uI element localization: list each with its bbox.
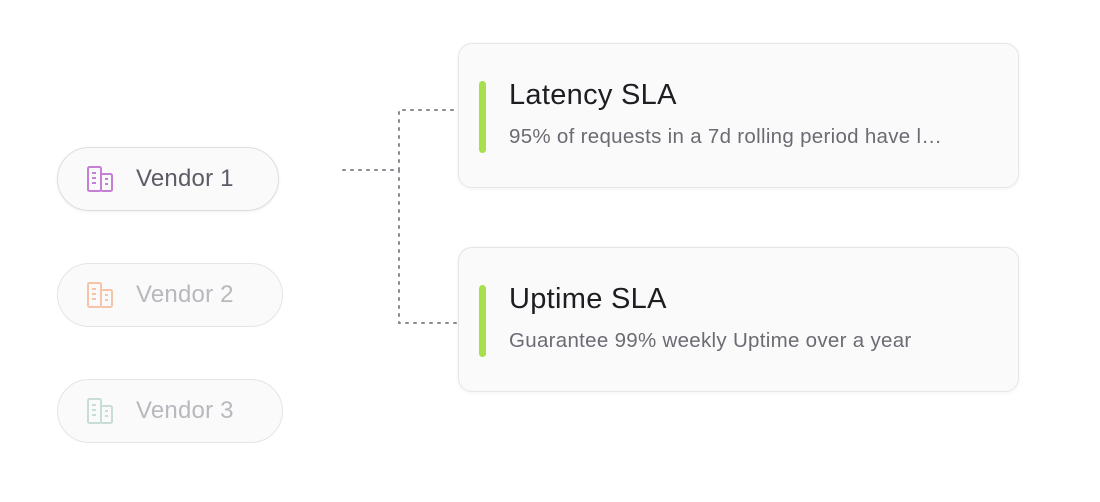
sla-card-latency[interactable]: Latency SLA 95% of requests in a 7d roll… (458, 43, 1019, 188)
sla-accent-bar (479, 81, 486, 153)
vendor-item-3[interactable]: Vendor 3 (57, 379, 283, 443)
vendor-label: Vendor 1 (136, 165, 234, 192)
sla-card-uptime[interactable]: Uptime SLA Guarantee 99% weekly Uptime o… (458, 247, 1019, 392)
building-icon (84, 163, 116, 195)
connector-to-uptime-sla (398, 169, 459, 324)
vendor-label: Vendor 2 (136, 281, 234, 308)
vendor-item-1[interactable]: Vendor 1 (57, 147, 279, 211)
connector-to-latency-sla (398, 109, 459, 171)
sla-description: Guarantee 99% weekly Uptime over a year (509, 329, 912, 352)
vendor-item-2[interactable]: Vendor 2 (57, 263, 283, 327)
building-icon (84, 395, 116, 427)
sla-accent-bar (479, 285, 486, 357)
sla-title: Uptime SLA (509, 283, 667, 315)
building-icon (84, 279, 116, 311)
sla-description: 95% of requests in a 7d rolling period h… (509, 125, 943, 148)
sla-title: Latency SLA (509, 79, 677, 111)
vendor-label: Vendor 3 (136, 397, 234, 424)
